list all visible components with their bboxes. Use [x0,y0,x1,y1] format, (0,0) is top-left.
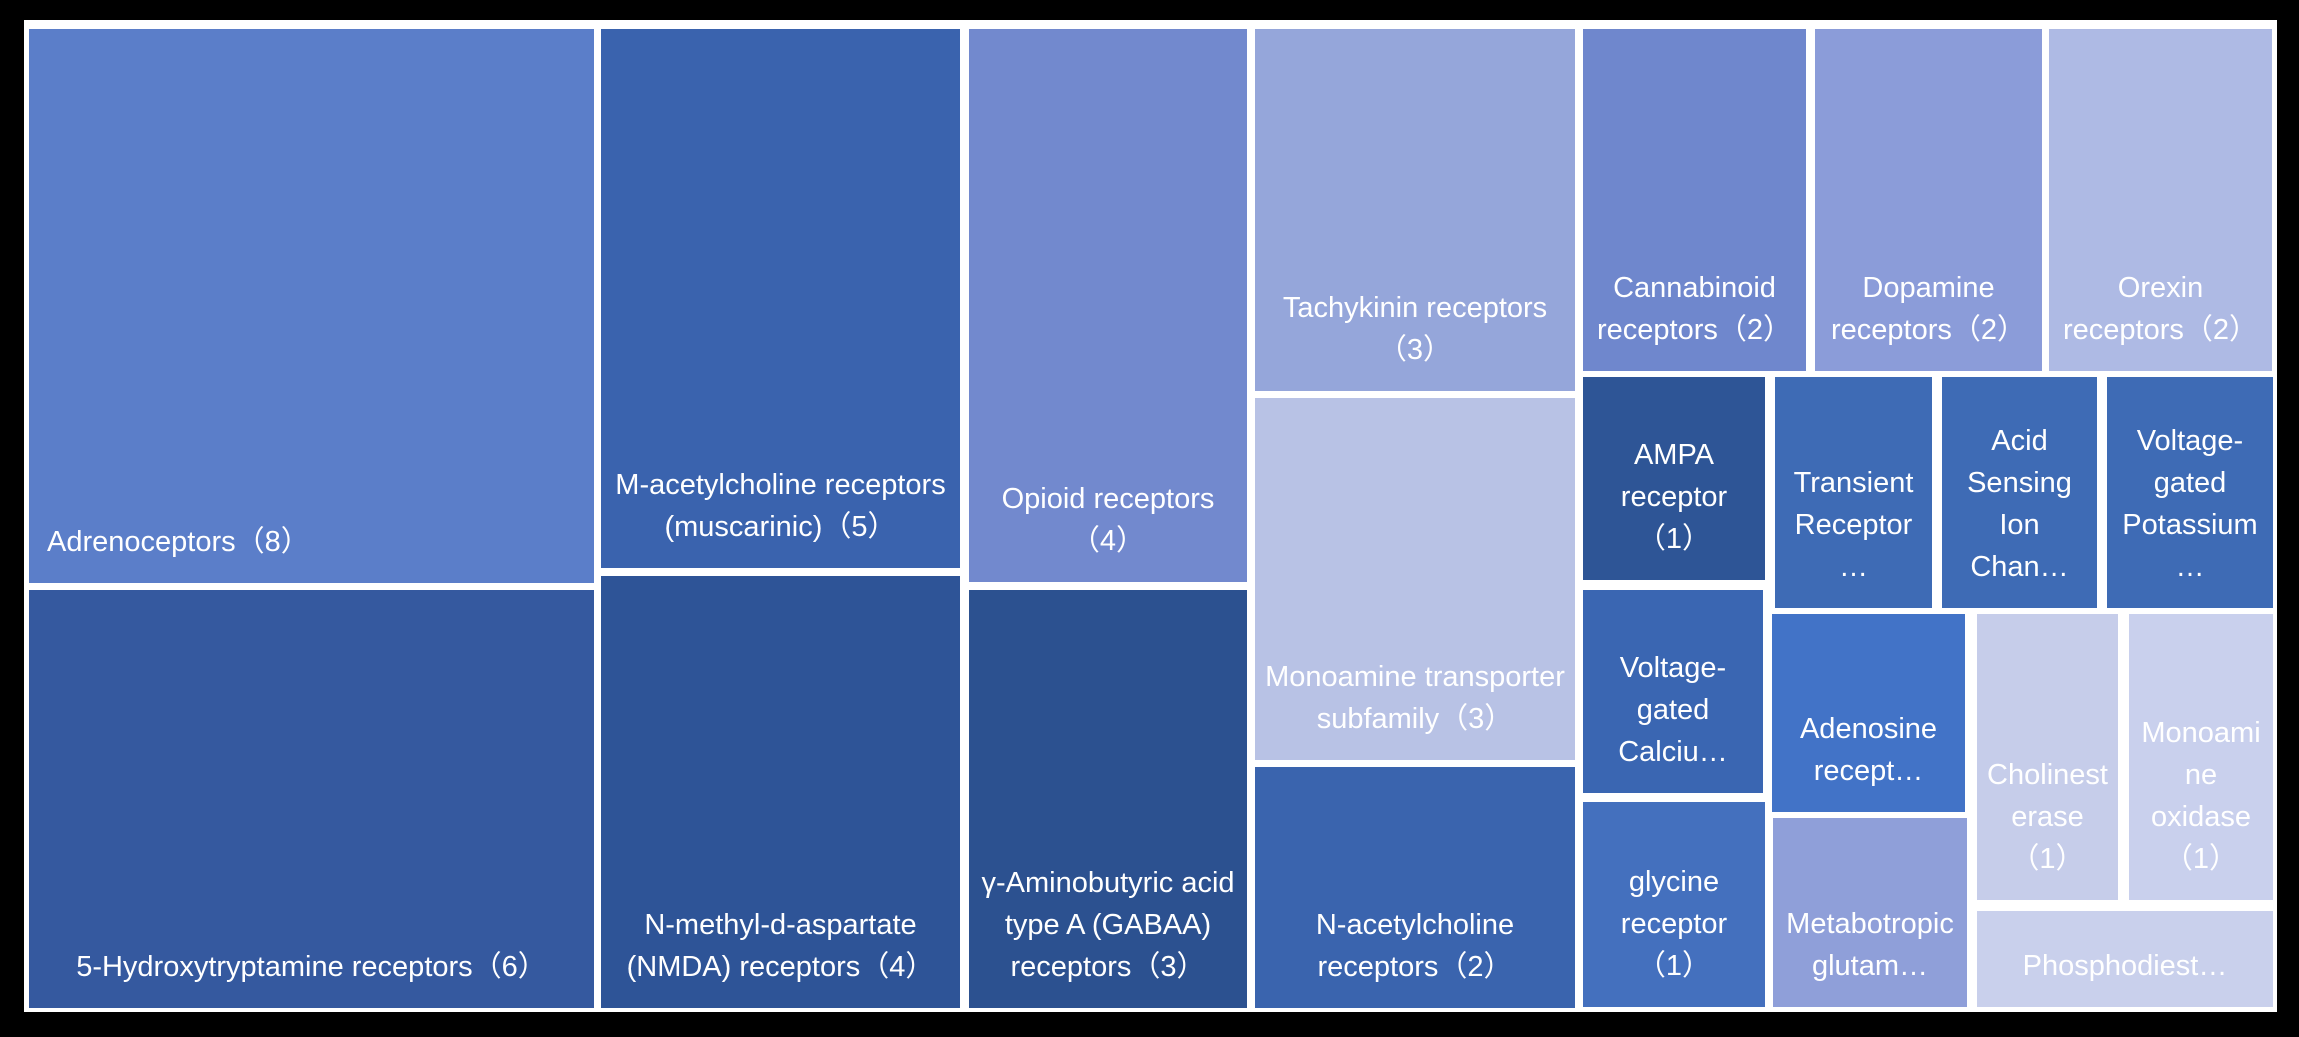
treemap-tile-voltage-gated-calcium[interactable]: Voltage-gated Calciu… [1583,590,1763,793]
treemap-tile-label: γ-Aminobutyric acid type A (GABAA) recep… [981,866,1235,983]
treemap-tile-label: Tachykinin receptors（3） [1282,291,1548,366]
treemap-tile-nmda[interactable]: N-methyl-d-aspartate (NMDA) receptors（4） [601,576,960,1008]
treemap-tile-label: Metabotropic glutam… [1786,907,1954,982]
treemap-tile-label: Phosphodiest… [2022,949,2228,982]
treemap-tile-dopamine[interactable]: Dopamine receptors（2） [1815,29,2042,371]
treemap-tile-label: N-methyl-d-aspartate (NMDA) receptors（4） [626,908,935,983]
treemap-tile-label: Monoamine transporter subfamily（3） [1265,660,1565,735]
treemap-tile-adrenoceptors[interactable]: Adrenoceptors（8） [29,29,594,583]
treemap-tile-m-acetylcholine[interactable]: M-acetylcholine receptors (muscarinic)（5… [601,29,960,568]
treemap-tile-transient-receptor[interactable]: Transient Receptor… [1775,377,1932,608]
treemap-tile-label: Cannabinoid receptors（2） [1596,271,1792,346]
treemap-tile-label: Transient Receptor… [1793,466,1914,583]
treemap-tile-label: Monoamine oxidase（1） [2141,716,2261,875]
treemap-tile-label: Cholinesterase（1） [1987,758,2108,875]
treemap-tile-label: Adenosine recept… [1799,712,1938,787]
treemap-tile-monoamine-oxidase[interactable]: Monoamine oxidase（1） [2129,614,2273,900]
treemap-tile-label: M-acetylcholine receptors (muscarinic)（5… [615,468,946,543]
treemap-tile-cholinesterase[interactable]: Cholinesterase（1） [1977,614,2118,900]
treemap-tile-metabotropic-glutamate[interactable]: Metabotropic glutam… [1773,818,1967,1007]
treemap-tile-gabaa[interactable]: γ-Aminobutyric acid type A (GABAA) recep… [969,590,1247,1008]
treemap-tile-tachykinin[interactable]: Tachykinin receptors（3） [1255,29,1575,391]
treemap-tile-label: Opioid receptors（4） [1001,482,1215,557]
treemap-tile-label: Voltage-gated Potassium… [2122,424,2258,583]
treemap-tile-label: 5-Hydroxytryptamine receptors（6） [76,950,547,983]
treemap-tile-label: Orexin receptors（2） [2062,271,2258,346]
treemap-tile-5-hydroxytryptamine[interactable]: 5-Hydroxytryptamine receptors（6） [29,590,594,1008]
treemap-tile-n-acetylcholine[interactable]: N-acetylcholine receptors（2） [1255,767,1575,1008]
treemap-tile-voltage-gated-potassium[interactable]: Voltage-gated Potassium… [2107,377,2273,608]
treemap-tile-label: Dopamine receptors（2） [1830,271,2026,346]
treemap-tile-label: N-acetylcholine receptors（2） [1315,908,1515,983]
treemap-tile-glycine[interactable]: glycine receptor（1） [1583,802,1765,1007]
treemap-tile-adenosine[interactable]: Adenosine recept… [1772,614,1965,812]
treemap-tile-label: Voltage-gated Calciu… [1618,651,1728,768]
treemap-tile-ampa[interactable]: AMPA receptor（1） [1583,377,1765,580]
treemap-tile-orexin[interactable]: Orexin receptors（2） [2049,29,2272,371]
treemap-tile-opioid[interactable]: Opioid receptors（4） [969,29,1247,582]
treemap-tile-label: AMPA receptor（1） [1620,438,1728,555]
treemap-tile-label: Acid Sensing Ion Chan… [1967,424,2072,583]
treemap-tile-cannabinoid[interactable]: Cannabinoid receptors（2） [1583,29,1806,371]
treemap-tile-label: glycine receptor（1） [1620,865,1728,982]
treemap-tile-acid-sensing-ion-channel[interactable]: Acid Sensing Ion Chan… [1942,377,2097,608]
treemap-tile-monoamine-transporter[interactable]: Monoamine transporter subfamily（3） [1255,398,1575,760]
treemap-tile-phosphodiesterase[interactable]: Phosphodiest… [1977,911,2273,1007]
treemap-tile-label: Adrenoceptors（8） [47,525,310,558]
